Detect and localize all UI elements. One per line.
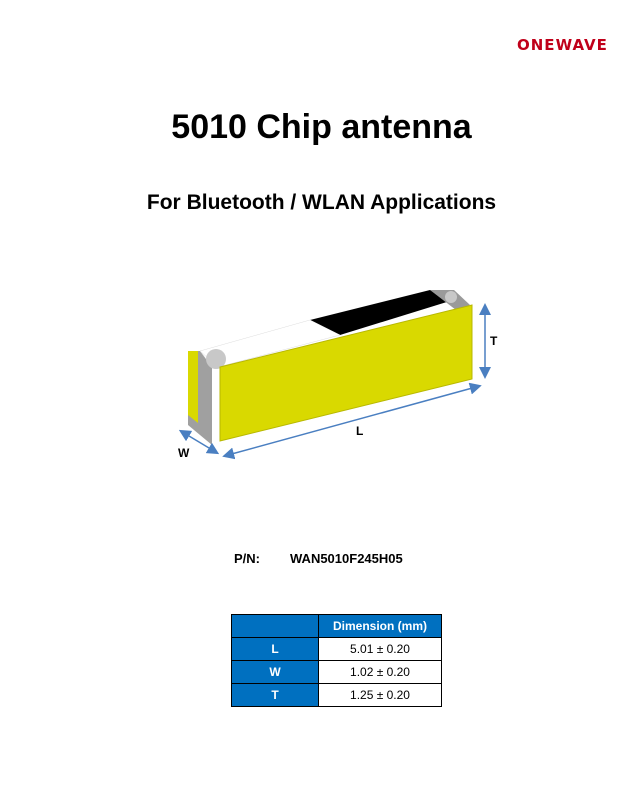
logo-part-w: W <box>555 36 573 54</box>
dimension-key-l: L <box>231 637 319 661</box>
page-title: 5010 Chip antenna <box>171 108 472 146</box>
part-number-value: WAN5010F245H05 <box>290 551 403 566</box>
onewave-logo: ONEWAVE <box>517 36 608 54</box>
length-label: L <box>356 424 363 438</box>
page-subtitle: For Bluetooth / WLAN Applications <box>146 191 497 214</box>
table-header-dimension: Dimension (mm) <box>318 614 442 638</box>
width-arrow <box>178 429 220 455</box>
dimension-table: Dimension (mm) L 5.01 ± 0.20 W 1.02 ± 0.… <box>231 614 442 707</box>
table-header-row: Dimension (mm) <box>231 614 442 638</box>
table-header-blank <box>231 614 319 638</box>
dimension-value-w: 1.02 ± 0.20 <box>318 660 442 684</box>
width-label: W <box>178 446 190 460</box>
table-row: T 1.25 ± 0.20 <box>231 683 442 707</box>
left-yellow-strip <box>188 351 198 423</box>
dimension-key-t: T <box>231 683 319 707</box>
table-row: W 1.02 ± 0.20 <box>231 660 442 684</box>
table-row: L 5.01 ± 0.20 <box>231 637 442 661</box>
part-number-label: P/N: <box>234 551 260 566</box>
left-end-notch <box>206 349 226 369</box>
logo-part-ave: AVE <box>572 36 608 54</box>
chip-antenna-illustration: T L W <box>178 290 498 460</box>
dimension-key-w: W <box>231 660 319 684</box>
top-surface-black <box>310 290 450 335</box>
dimension-value-l: 5.01 ± 0.20 <box>318 637 442 661</box>
length-arrow <box>222 382 482 460</box>
dimension-value-t: 1.25 ± 0.20 <box>318 683 442 707</box>
thickness-label: T <box>490 334 498 348</box>
logo-part-one: ONE <box>517 36 556 54</box>
right-end-notch <box>445 291 457 303</box>
